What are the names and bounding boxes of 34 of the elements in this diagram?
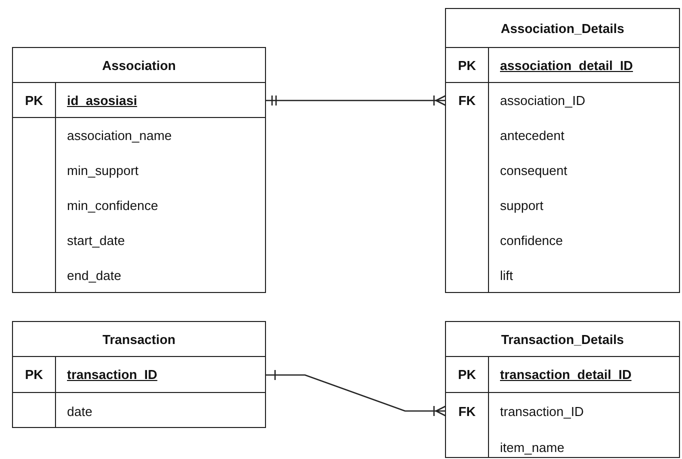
field-name: min_support <box>67 163 139 178</box>
field-name: transaction_detail_ID <box>500 367 632 382</box>
key-label: PK <box>458 367 476 382</box>
field-name: antecedent <box>500 128 564 143</box>
relationship-line <box>265 370 447 417</box>
field-name: consequent <box>500 163 568 178</box>
field-name: end_date <box>67 268 122 283</box>
field-name: association_name <box>67 128 172 143</box>
key-label: PK <box>24 92 44 108</box>
entity-table <box>12 321 266 428</box>
field-name: id_asosiasi <box>67 92 138 108</box>
field-name: transaction_ID <box>500 404 584 418</box>
field-name: association_detail_ID <box>500 58 633 72</box>
key-label: PK <box>458 58 476 72</box>
entity-table <box>445 321 680 458</box>
table-title: Association <box>102 58 176 73</box>
field-name: confidence <box>500 233 563 248</box>
relationship-line <box>265 94 447 106</box>
entity-table <box>12 47 266 293</box>
field-name: item_name <box>500 440 564 454</box>
table-title: Association_Details <box>500 21 624 36</box>
key-label: FK <box>458 404 476 418</box>
table-title: Transaction <box>102 332 176 347</box>
field-name: association_ID <box>500 93 586 108</box>
table-title: Transaction_Details <box>501 332 624 347</box>
field-name: min_confidence <box>67 198 158 213</box>
field-name: start_date <box>67 233 125 248</box>
entity-table <box>445 8 680 293</box>
field-name: lift <box>500 268 513 283</box>
field-name: date <box>67 404 92 418</box>
key-label: FK <box>458 93 476 108</box>
key-label: PK <box>24 367 44 382</box>
field-name: transaction_ID <box>67 367 158 382</box>
field-name: support <box>500 198 544 213</box>
